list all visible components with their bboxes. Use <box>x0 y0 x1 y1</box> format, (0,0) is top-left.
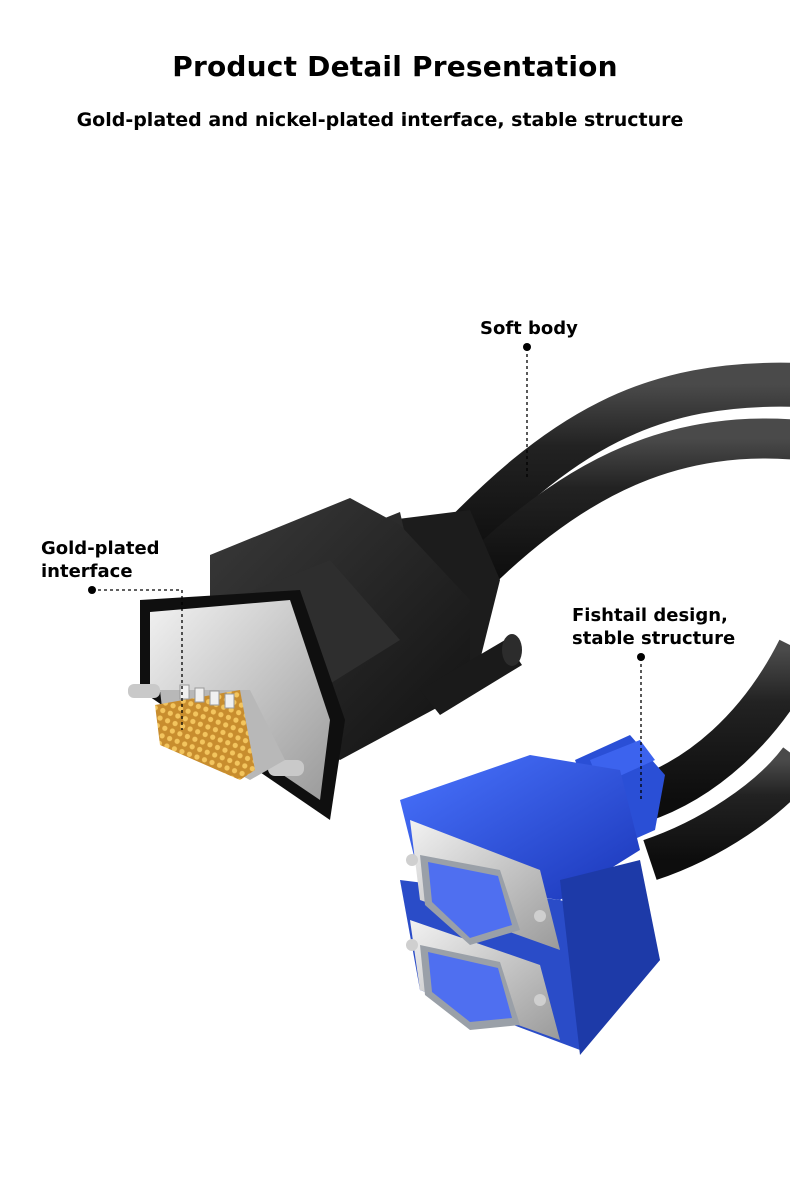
dvi-connector <box>128 498 522 820</box>
cable-upper <box>418 362 790 600</box>
callout-gold-line1: Gold-plated <box>41 538 160 559</box>
page-subtitle: Gold-plated and nickel-plated interface,… <box>76 109 684 131</box>
vga-connector <box>400 735 665 1055</box>
callout-lines <box>92 348 642 800</box>
callout-soft-body-text: Soft body <box>480 318 578 339</box>
callout-soft-body: Soft body <box>480 317 578 340</box>
callout-dot-gold <box>88 586 96 594</box>
page-title: Product Detail Presentation <box>172 50 618 83</box>
callout-fish-line1: Fishtail design, <box>572 605 728 626</box>
callout-fish-line2: stable structure <box>572 628 736 649</box>
cable-lower <box>632 639 790 880</box>
callout-dot-soft-body <box>523 343 531 351</box>
callout-gold-plated: Gold-plated interface <box>41 537 160 583</box>
callout-fishtail: Fishtail design, stable structure <box>572 604 735 650</box>
callout-gold-line2: interface <box>41 561 133 582</box>
callout-dot-fishtail <box>637 653 645 661</box>
